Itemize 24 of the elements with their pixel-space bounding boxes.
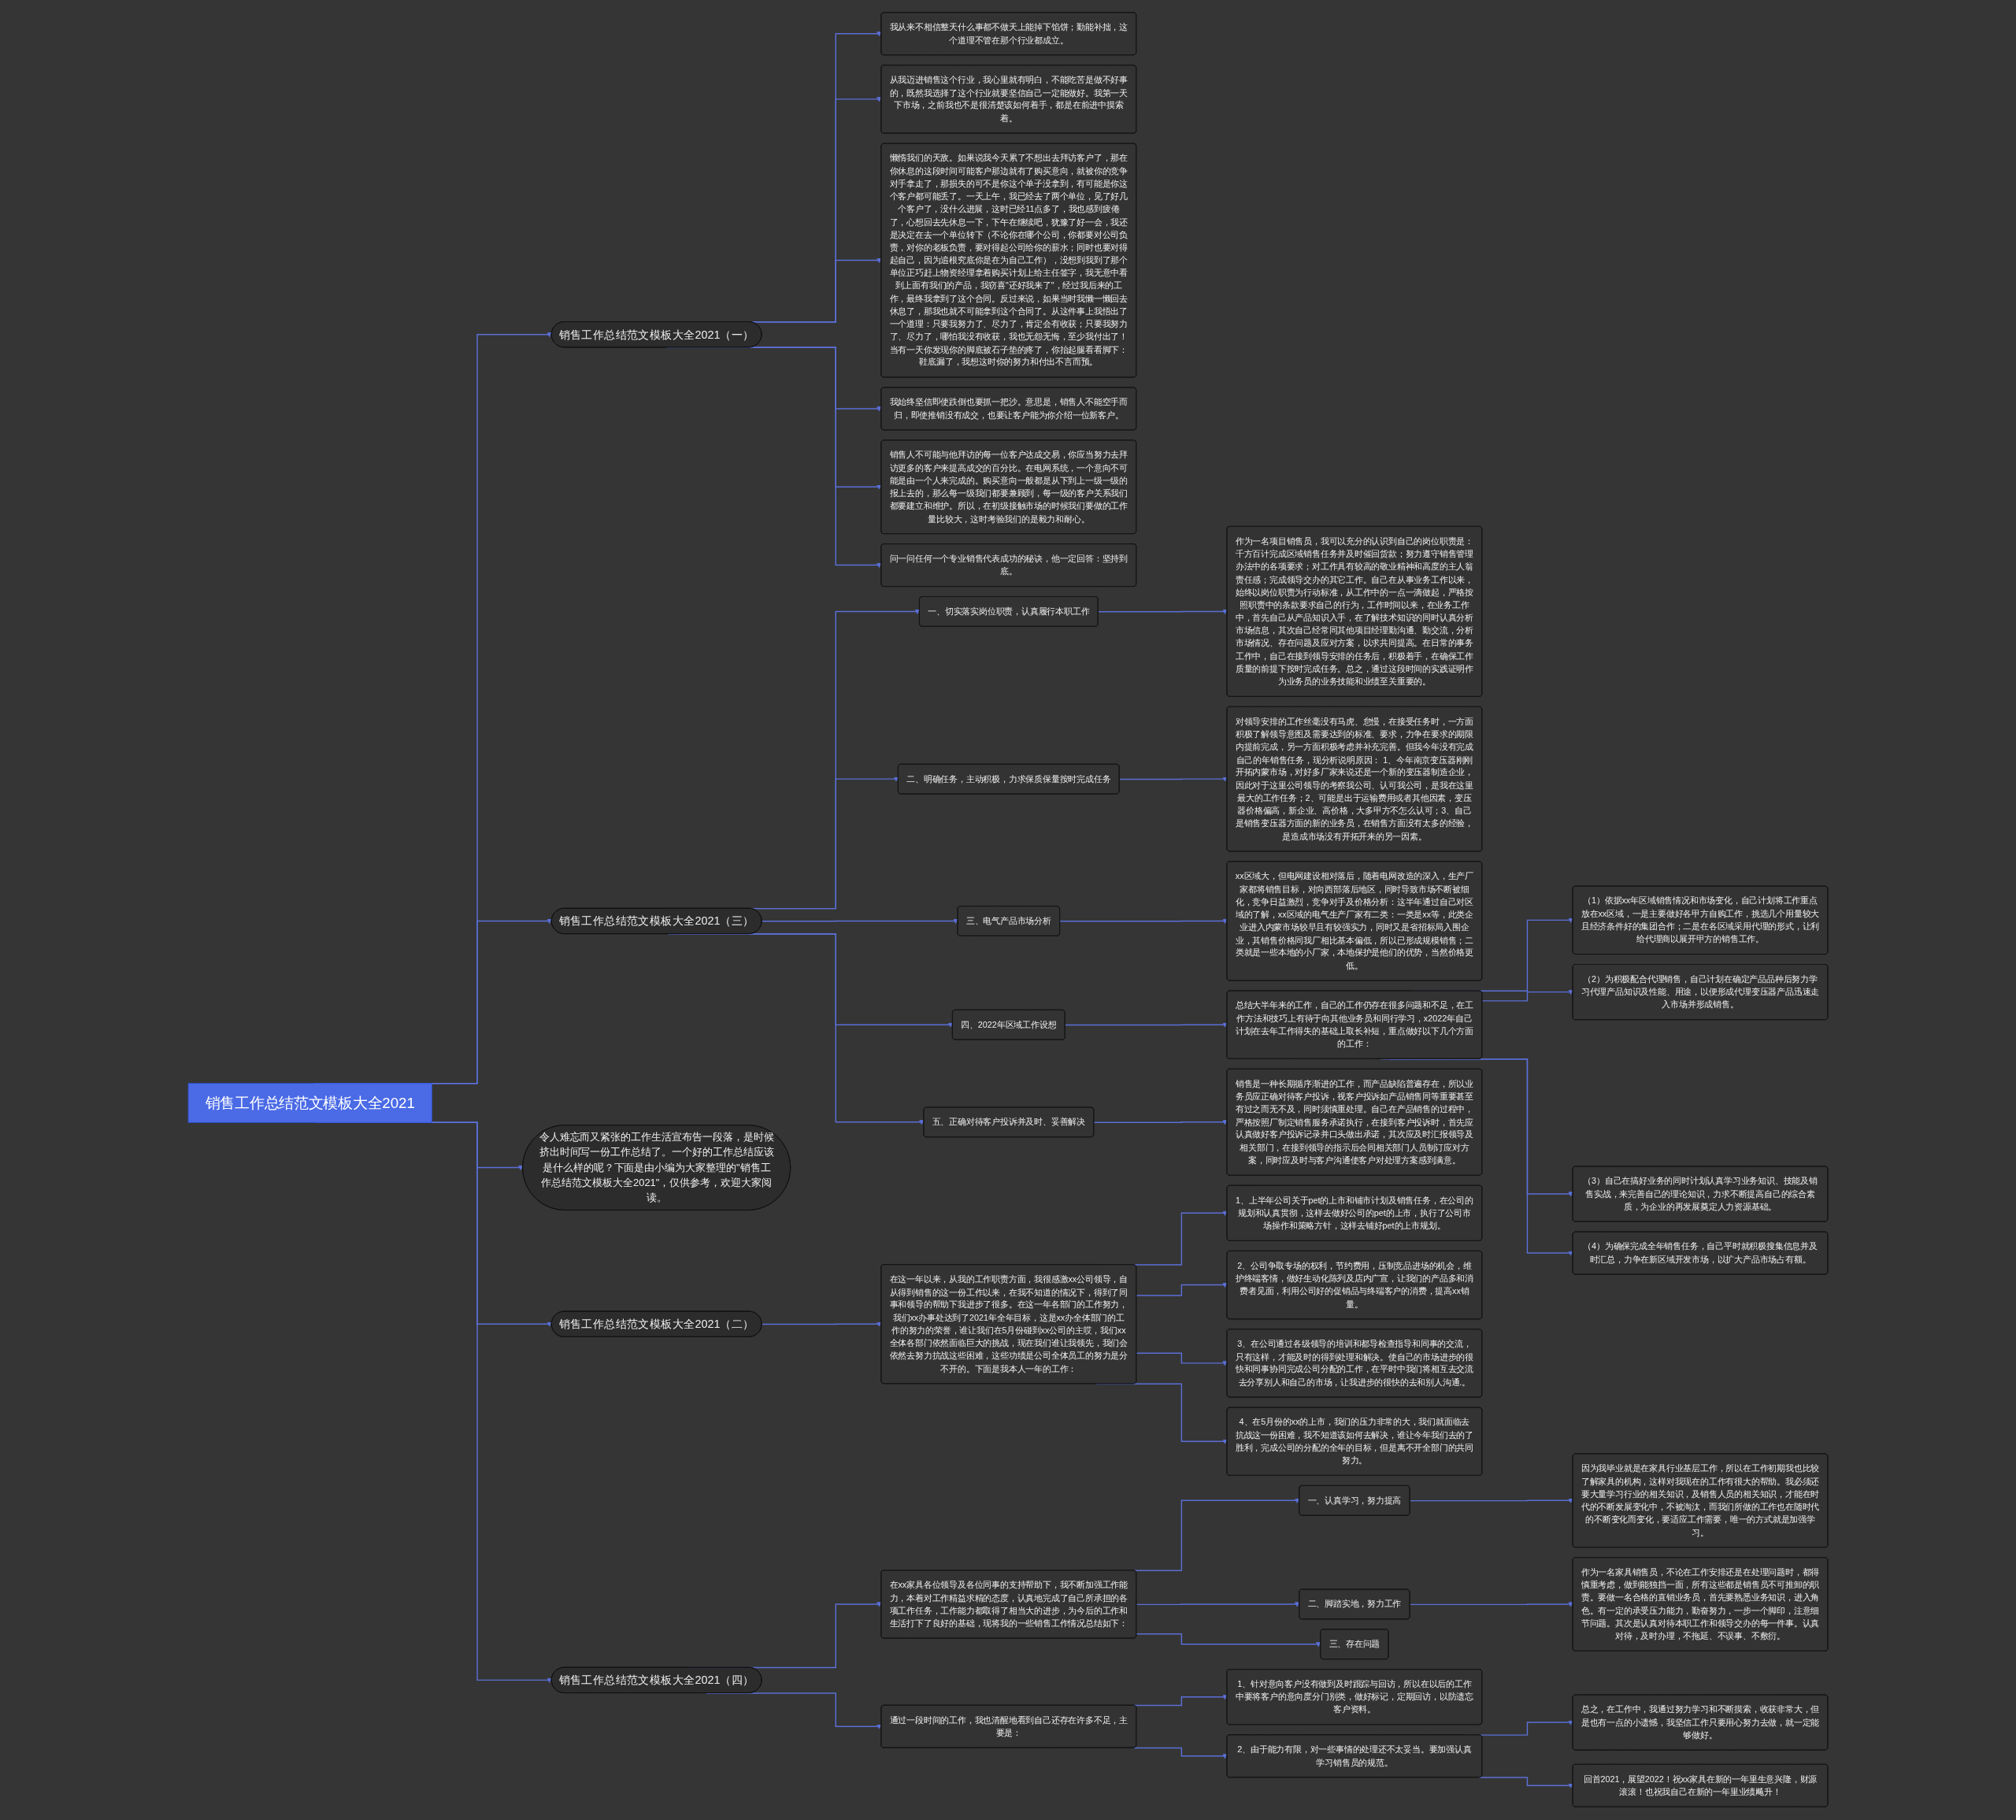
node-text: 一、切实落实岗位职责，认真履行本职工作 [928,606,1090,616]
arrow [1118,777,1228,782]
arrow [1409,1498,1573,1503]
arrow [1093,1119,1228,1125]
node-text: 作为一名项目销售员，我可以充分的认识到自己的岗位职责是：千方百计完成区域销售任务并及时催回货款；努力遵守销售管理办法中的各项要求；对工作具有较高的敬业精神和高度的主人翁责任感；完成领导交办的其它工作。自己在从事业务工作以来，始终以岗位职责为行动标准，从工作中的一点一滴做起，严格按照职责中的条款要求自己的行为，工作时间以来，在业务工作中，首先自己从产品知识入手，在了解技术知识的同时认真分析市场信息，其次自己经常同其他项目经理勤沟通、勤交流，分析市场情况、存在问题及应对方案，以求共同提高。在日常的事务工作中，自己在接到领导安排的任务后，积极着手，在确保工作质量的前提下按时完成任务。总之，通过这段时间的实践证明作为业务员的业务技能和业绩至关重要的。 [1235,536,1474,687]
arrow [1409,1602,1573,1607]
node-text: 1、上半年公司关于pet的上市和铺市计划及销售任务，在公司的规划和认真贯彻，这样去做好公司的pet的上市，执行了公司市场操作和策略方针，这样去铺好pet的上市规划。 [1236,1195,1473,1231]
arrow [1136,1352,1228,1366]
arrow [1059,918,1228,924]
node-box: 销售工作总结范文模板大全2021 [187,1083,432,1123]
arrow [1481,989,1573,1002]
node-text: 2、公司争取专场的权利，节约费用，压制竞品进场的机会，维护终端客情，做好生动化陈列及店内广宣，让我们的产品多和消费者见面，利用公司好的促销品与终端客户的消费，提高xx销量。 [1235,1260,1474,1309]
arrow [1064,1022,1228,1028]
arrow [1136,1602,1300,1607]
arrow [1136,1633,1321,1648]
arrow [761,918,958,924]
arrow [1097,609,1228,614]
arrow [1132,1747,1228,1759]
node-text: 问一问任何一个专业销售代表成功的秘诀，他一定回答：坚持到底。 [889,553,1128,576]
node-text: 4、在5月份的xx的上市，我们的压力非常的大，我们就面临去抗战这一份困难，我不知道该如何去解决，谁让今年我们去的了胜利，完成公司的分配的全年的目标，但是离不开全部门的共同努力。 [1235,1417,1474,1466]
node-text: 1、针对意向客户没有做到及时跟踪与回访，所以在以后的工作中要将客户的意向度分门别类，做好标记，定期回访，以防遗忘客户资料。 [1235,1678,1474,1714]
arrow [761,1321,882,1327]
arrow [1136,1282,1228,1296]
arrow [1478,1777,1573,1788]
